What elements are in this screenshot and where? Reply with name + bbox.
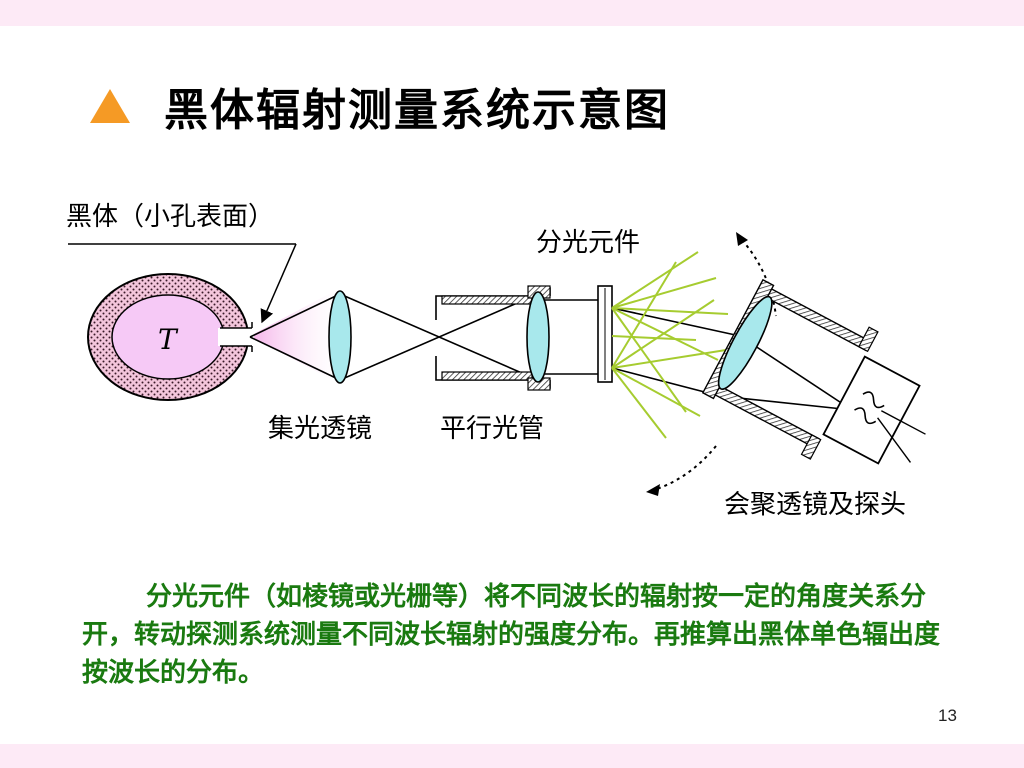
dispersed-rays — [611, 251, 729, 439]
condenser-lens-label: 集光透镜 — [268, 414, 373, 444]
blackbody-cavity: T — [87, 273, 254, 401]
triangle-bullet-icon — [90, 89, 130, 123]
detector-coil-icon — [854, 391, 885, 425]
collimator-lens — [526, 291, 550, 383]
detector-housing — [822, 355, 921, 465]
collimator-tube — [435, 285, 551, 391]
emission-cone — [250, 288, 340, 384]
page-number: 13 — [938, 706, 957, 725]
description-text: 分光元件（如棱镜或光栅等）将不同波长的辐射按一定的角度关系分开，转动探测系统测量… — [82, 578, 948, 692]
top-band — [0, 0, 1024, 26]
blackbody-label: 黑体（小孔表面） — [66, 202, 275, 232]
bottom-band — [0, 744, 1024, 768]
blackbody-measurement-diagram: T — [68, 232, 926, 496]
title-row: 黑体辐射测量系统示意图 — [90, 78, 670, 136]
cavity-temperature-label: T — [158, 323, 179, 356]
collimator-label: 平行光管 — [440, 414, 545, 444]
focusing-lens — [717, 295, 773, 390]
slide-title: 黑体辐射测量系统示意图 — [164, 85, 670, 136]
rotation-arcs — [646, 232, 777, 496]
dispersive-element-label: 分光元件 — [536, 228, 641, 258]
condenser-lens — [328, 290, 352, 384]
focusing-lens-and-probe — [701, 278, 926, 465]
focusing-lens-probe-label: 会聚透镜及探头 — [724, 490, 907, 520]
blackbody-leader — [68, 243, 297, 324]
description-paragraph: 分光元件（如棱镜或光栅等）将不同波长的辐射按一定的角度关系分开，转动探测系统测量… — [82, 582, 941, 688]
